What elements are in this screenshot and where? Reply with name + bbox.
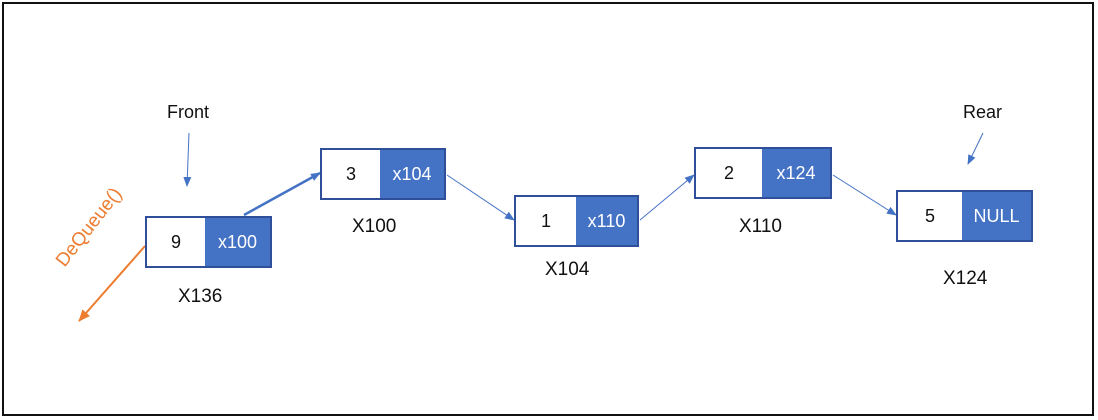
queue-node-3: 1 x110 — [514, 195, 639, 247]
node-next-pointer: x104 — [380, 150, 444, 198]
node-address: X104 — [545, 259, 590, 280]
link-arrow-4 — [832, 174, 897, 216]
dequeue-arrow — [78, 245, 146, 322]
rear-pointer-arrow — [967, 132, 984, 165]
node-value: 9 — [147, 218, 205, 266]
node-next-pointer: NULL — [962, 192, 1031, 240]
queue-node-1: 9 x100 — [145, 216, 272, 268]
link-arrow-1 — [243, 171, 321, 217]
queue-node-5: 5 NULL — [896, 190, 1033, 242]
front-pointer-arrow — [183, 132, 192, 187]
front-label: Front — [167, 102, 210, 122]
node-next-pointer: x110 — [576, 197, 637, 245]
node-next-pointer: x100 — [205, 218, 270, 266]
node-address: X100 — [352, 216, 397, 237]
queue-node-2: 3 x104 — [320, 148, 446, 200]
link-arrow-3 — [639, 174, 695, 221]
node-next-pointer: x124 — [762, 149, 830, 197]
node-address: X136 — [178, 286, 223, 307]
rear-label: Rear — [963, 102, 1003, 122]
node-value: 3 — [322, 150, 380, 198]
node-address: X124 — [943, 268, 988, 289]
link-arrow-2 — [446, 174, 515, 221]
node-value: 5 — [898, 192, 962, 240]
node-address: X110 — [739, 216, 782, 237]
queue-node-4: 2 x124 — [694, 147, 832, 199]
node-value: 1 — [516, 197, 576, 245]
node-value: 2 — [696, 149, 762, 197]
